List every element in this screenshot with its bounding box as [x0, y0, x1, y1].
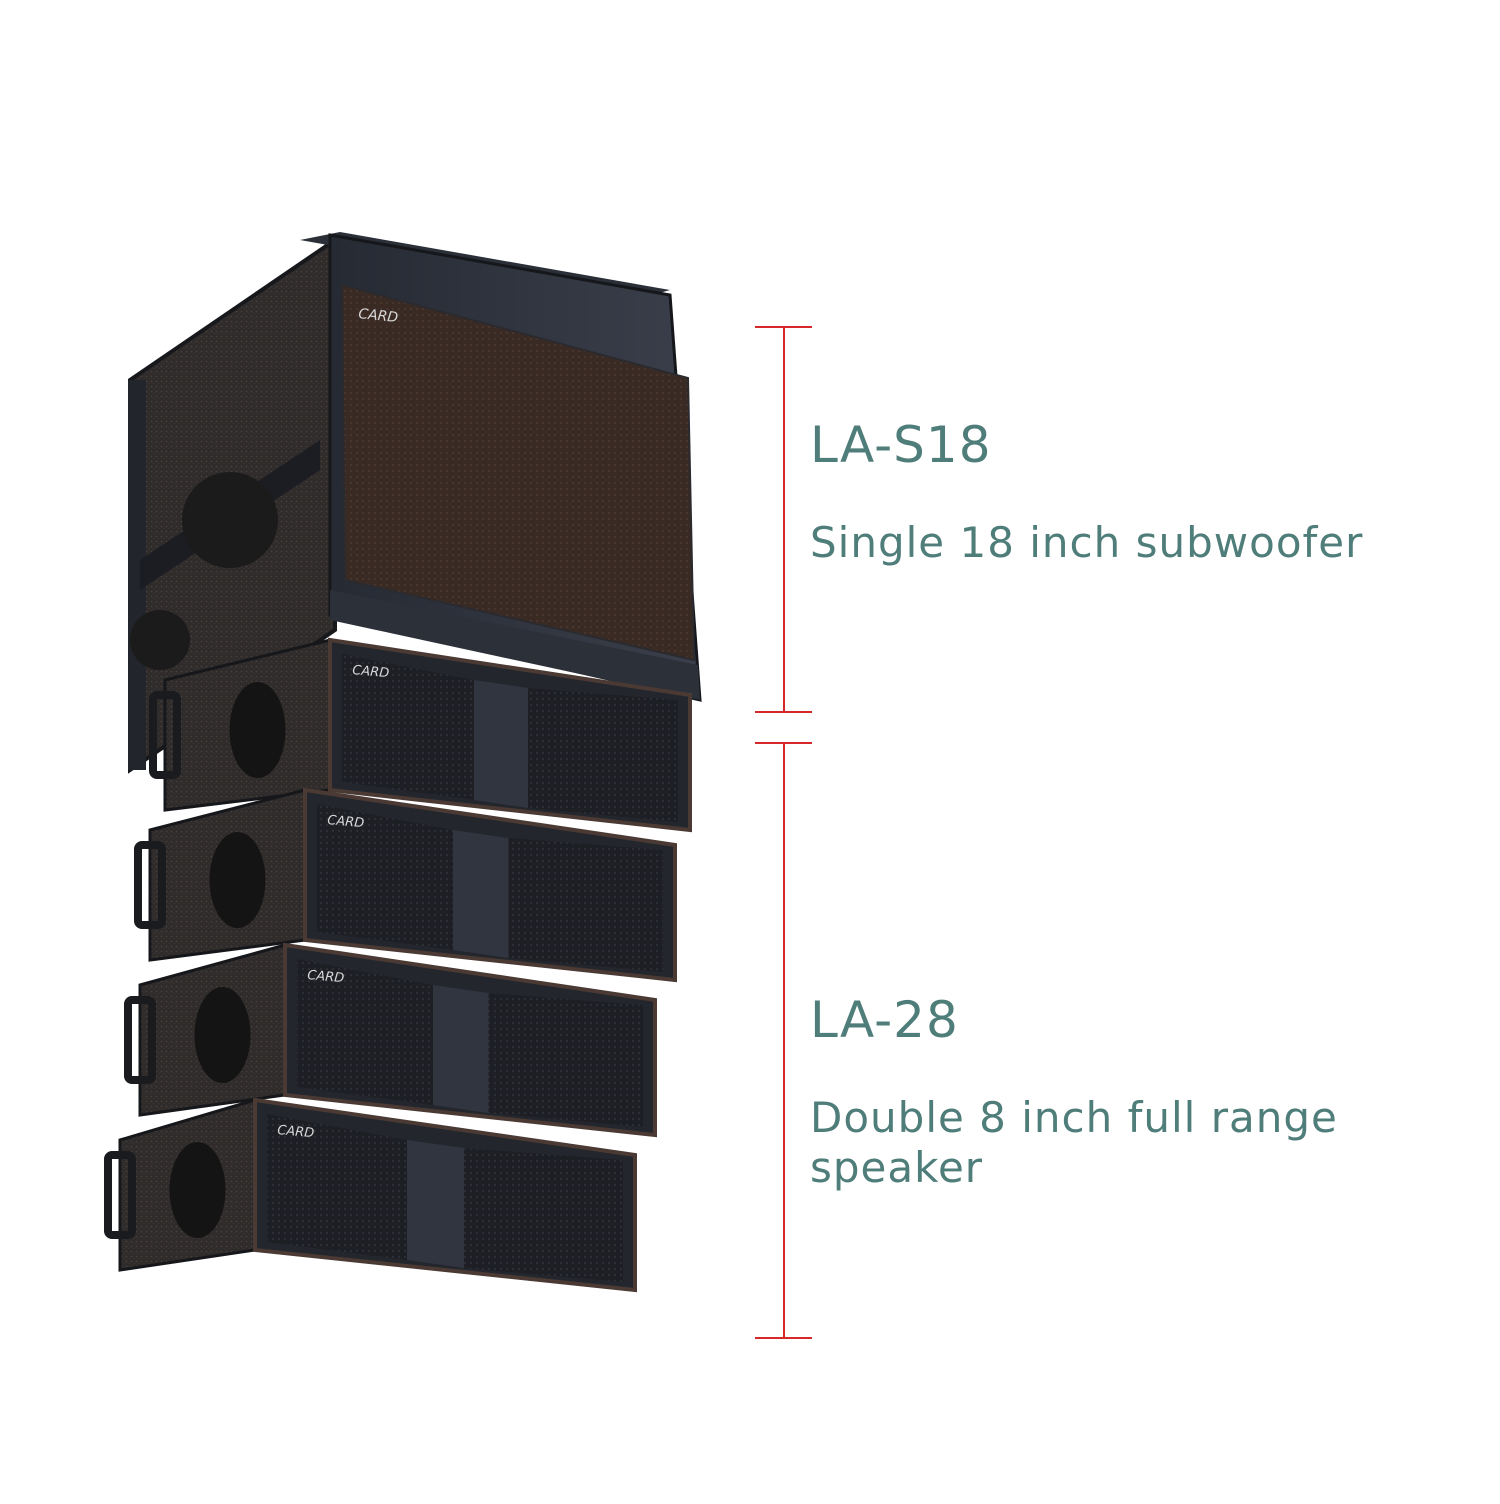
right-grille: [464, 1148, 623, 1282]
port-recess: [229, 682, 286, 778]
center-waveguide: [474, 680, 528, 808]
brand-logo: CARD: [307, 968, 345, 986]
port-recess: [169, 1142, 226, 1238]
port-recess: [194, 987, 251, 1083]
model-name-subwoofer: LA-S18: [810, 416, 992, 474]
model-description-line-array: Double 8 inch full range speaker: [810, 1093, 1338, 1192]
line-array-stack: CARD CARD CARD CARD: [104, 637, 692, 1293]
subwoofer-handle-recess: [182, 472, 278, 568]
port-recess: [209, 832, 266, 928]
handle-icon: [149, 691, 181, 779]
line-array-cabinet: CARD: [124, 942, 657, 1138]
model-description-subwoofer: Single 18 inch subwoofer: [810, 518, 1364, 567]
brand-logo: CARD: [277, 1123, 315, 1141]
center-waveguide: [433, 985, 489, 1113]
subwoofer-left-bracket: [128, 380, 146, 770]
brand-logo: CARD: [352, 663, 390, 681]
subwoofer-bottom-rail: [330, 590, 700, 700]
line-array-cabinet: CARD: [104, 1097, 637, 1293]
handle-icon: [124, 996, 156, 1084]
left-grille: [267, 1114, 407, 1260]
right-grille: [488, 993, 643, 1127]
right-grille: [528, 688, 678, 822]
line-array-cabinet: CARD: [134, 787, 677, 983]
subwoofer-grille: [340, 283, 696, 662]
left-grille: [342, 654, 474, 800]
line-array-cabinet: CARD: [149, 637, 692, 833]
handle-icon: [134, 841, 166, 929]
subwoofer-cabinet: CARD: [128, 232, 702, 774]
subwoofer-handle-recess: [130, 610, 190, 670]
left-grille: [297, 959, 433, 1105]
model-name-line-array: LA-28: [810, 991, 959, 1049]
center-waveguide: [407, 1140, 464, 1268]
right-grille: [508, 838, 663, 972]
handle-icon: [104, 1151, 136, 1239]
brand-logo: CARD: [327, 813, 365, 831]
dimension-brackets: [755, 326, 812, 1339]
brand-logo: CARD: [358, 306, 400, 326]
left-grille: [317, 804, 453, 950]
center-waveguide: [453, 830, 509, 958]
